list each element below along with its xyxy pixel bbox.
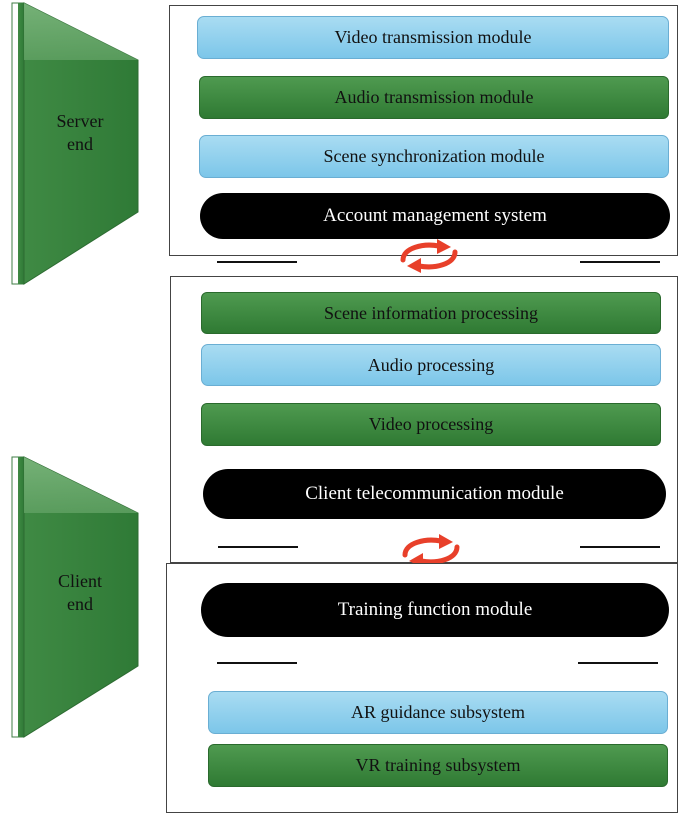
video-transmission-module: Video transmission module [197, 16, 669, 59]
ar-guidance-subsystem: AR guidance subsystem [208, 691, 668, 734]
scene-information-processing: Scene information processing [201, 292, 661, 334]
client-end-label: Client end [58, 571, 102, 614]
account-management-system: Account management system [200, 193, 670, 239]
audio-transmission-module: Audio transmission module [199, 76, 669, 119]
divider-line [217, 662, 297, 664]
scene-synchronization-module: Scene synchronization module [199, 135, 669, 178]
divider-line [580, 261, 660, 263]
server-end-label: Server end [56, 111, 104, 154]
client-end-shape [11, 456, 139, 738]
server-end-shape [11, 2, 139, 285]
divider-line [580, 546, 660, 548]
divider-line [578, 662, 658, 664]
audio-processing: Audio processing [201, 344, 661, 386]
video-processing: Video processing [201, 403, 661, 446]
client-telecommunication-module: Client telecommunication module [203, 469, 666, 519]
divider-line [217, 261, 297, 263]
sync-arrows-icon [402, 534, 460, 568]
sync-arrows-icon [400, 239, 458, 273]
vr-training-subsystem: VR training subsystem [208, 744, 668, 787]
training-function-module: Training function module [201, 583, 669, 637]
divider-line [218, 546, 298, 548]
